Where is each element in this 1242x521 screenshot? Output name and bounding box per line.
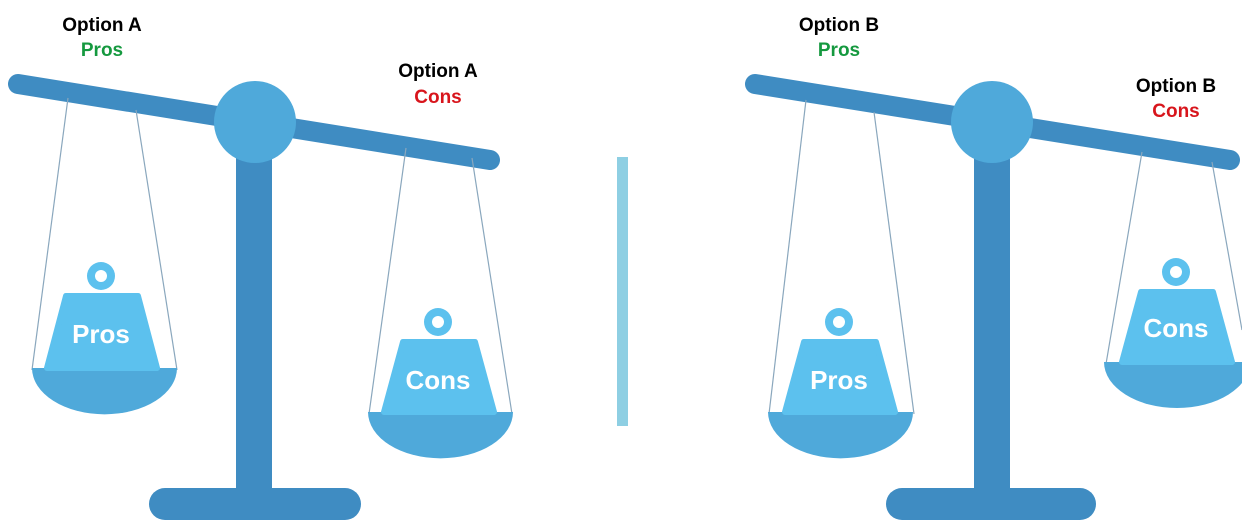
cons-weight: Cons bbox=[1119, 258, 1235, 365]
right-pan bbox=[1104, 362, 1242, 408]
option-b-pros-heading: Option B bbox=[799, 15, 879, 36]
scale-post bbox=[236, 150, 272, 510]
option-a-cons-label: Cons bbox=[414, 87, 462, 108]
scale-pivot bbox=[214, 81, 296, 163]
right-pan bbox=[368, 412, 513, 459]
weight-body bbox=[1119, 289, 1235, 365]
option-b-pros-label: Pros bbox=[818, 40, 860, 61]
right-pan-strings bbox=[1105, 151, 1242, 365]
option-a-pros-heading: Option A bbox=[62, 15, 142, 36]
left-pan bbox=[768, 412, 913, 459]
scale-pivot bbox=[951, 81, 1033, 163]
pros-weight-label: Pros bbox=[810, 365, 868, 395]
option-a-pros-label: Pros bbox=[81, 40, 123, 61]
right-pan-strings bbox=[368, 147, 513, 415]
pros-weight: Pros bbox=[782, 308, 898, 415]
cons-weight-label: Cons bbox=[406, 365, 471, 395]
scale-option-a: Pros Cons Option A Pros Option A Cons bbox=[8, 15, 513, 520]
option-a-cons-heading: Option A bbox=[398, 61, 478, 82]
scale-option-b: Pros Cons Option B Pros Option B Cons bbox=[745, 15, 1242, 520]
left-pan-strings bbox=[768, 99, 915, 415]
option-b-cons-heading: Option B bbox=[1136, 76, 1216, 97]
weight-body bbox=[381, 339, 497, 415]
center-divider bbox=[617, 157, 628, 426]
weight-body bbox=[782, 339, 898, 415]
scale-post bbox=[974, 150, 1010, 510]
left-pan bbox=[32, 368, 177, 415]
pros-weight-label: Pros bbox=[72, 319, 130, 349]
pros-weight: Pros bbox=[44, 262, 160, 371]
left-pan-strings bbox=[31, 97, 178, 371]
cons-weight: Cons bbox=[381, 308, 497, 415]
option-b-cons-label: Cons bbox=[1152, 101, 1200, 122]
weight-body bbox=[44, 293, 160, 371]
cons-weight-label: Cons bbox=[1144, 313, 1209, 343]
